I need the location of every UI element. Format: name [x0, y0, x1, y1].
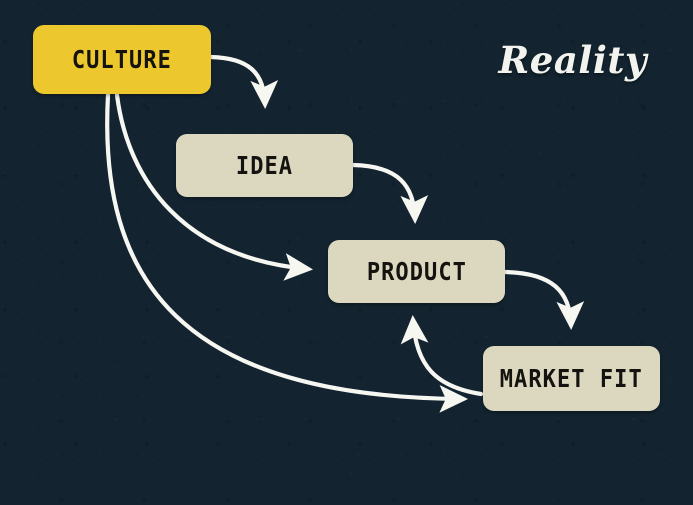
edge-culture-to-product	[114, 92, 314, 281]
node-market-fit-label: MARKET FIT	[499, 364, 643, 393]
node-culture-label: CULTURE	[71, 45, 173, 74]
node-idea[interactable]: IDEA	[176, 134, 353, 197]
node-market-fit[interactable]: MARKET FIT	[483, 346, 660, 411]
edge-culture-to-marketfit	[105, 92, 469, 413]
node-culture[interactable]: CULTURE	[33, 25, 211, 94]
edge-product-to-marketfit	[502, 269, 585, 331]
edge-culture-to-idea	[208, 54, 279, 110]
edge-marketfit-to-product	[400, 314, 484, 397]
node-idea-label: IDEA	[235, 151, 294, 180]
node-product-label: PRODUCT	[366, 257, 467, 286]
watermark-reality: Reality	[498, 38, 647, 82]
node-product[interactable]: PRODUCT	[328, 240, 505, 303]
edge-idea-to-product	[350, 162, 429, 225]
